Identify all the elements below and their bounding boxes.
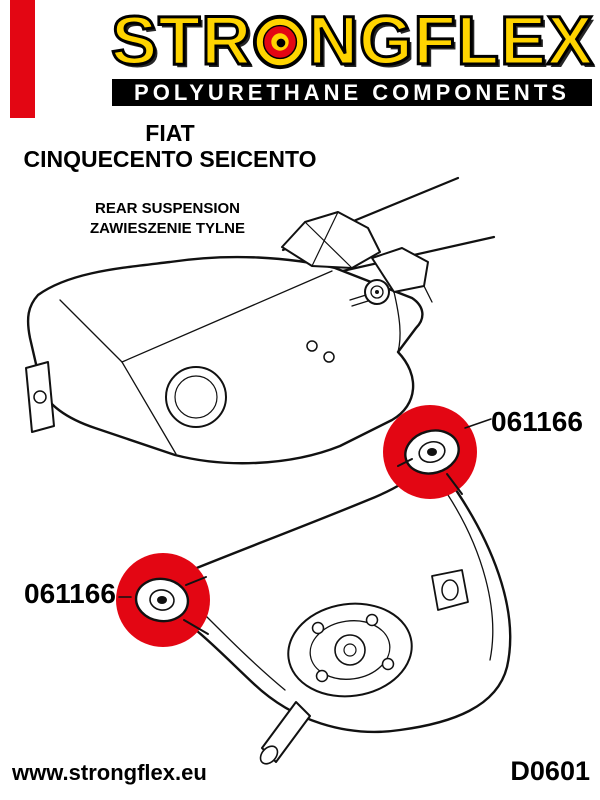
website-url: www.strongflex.eu [12,760,207,785]
leader-line-upper [464,418,492,429]
logo-text-suffix: NGFLEX [307,1,595,79]
leader-lines [118,418,492,598]
control-arm [154,424,512,734]
brand-logo: STR NGFLEX [36,1,595,79]
brand-stripe [10,0,35,118]
hub-assembly [259,569,469,765]
part-number-lower: 061166 [24,578,116,609]
vehicle-model: CINQUECENTO SEICENTO [23,146,317,173]
vehicle-title: FIAT CINQUECENTO SEICENTO [0,120,340,173]
diagram-code: D0601 [510,756,590,786]
section-title-en: REAR SUSPENSION [94,200,241,217]
part-number-upper: 061166 [491,406,583,437]
vehicle-make: FIAT [145,120,195,146]
rear-beam [25,255,424,465]
lower-bushing [134,576,209,635]
logo-text-prefix: STR [110,1,253,79]
section-title-pl: ZAWIESZENIE TYLNE [89,219,245,237]
brand-tagline-bar: POLYURETHANE COMPONENTS [112,79,592,106]
section-title: REAR SUSPENSION ZAWIESZENIE TYLNE [0,199,335,238]
bullseye-icon [253,14,308,70]
upper-bushing [397,429,463,495]
mounting-bracket [281,211,433,353]
brand-tagline: POLYURETHANE COMPONENTS [134,79,570,105]
